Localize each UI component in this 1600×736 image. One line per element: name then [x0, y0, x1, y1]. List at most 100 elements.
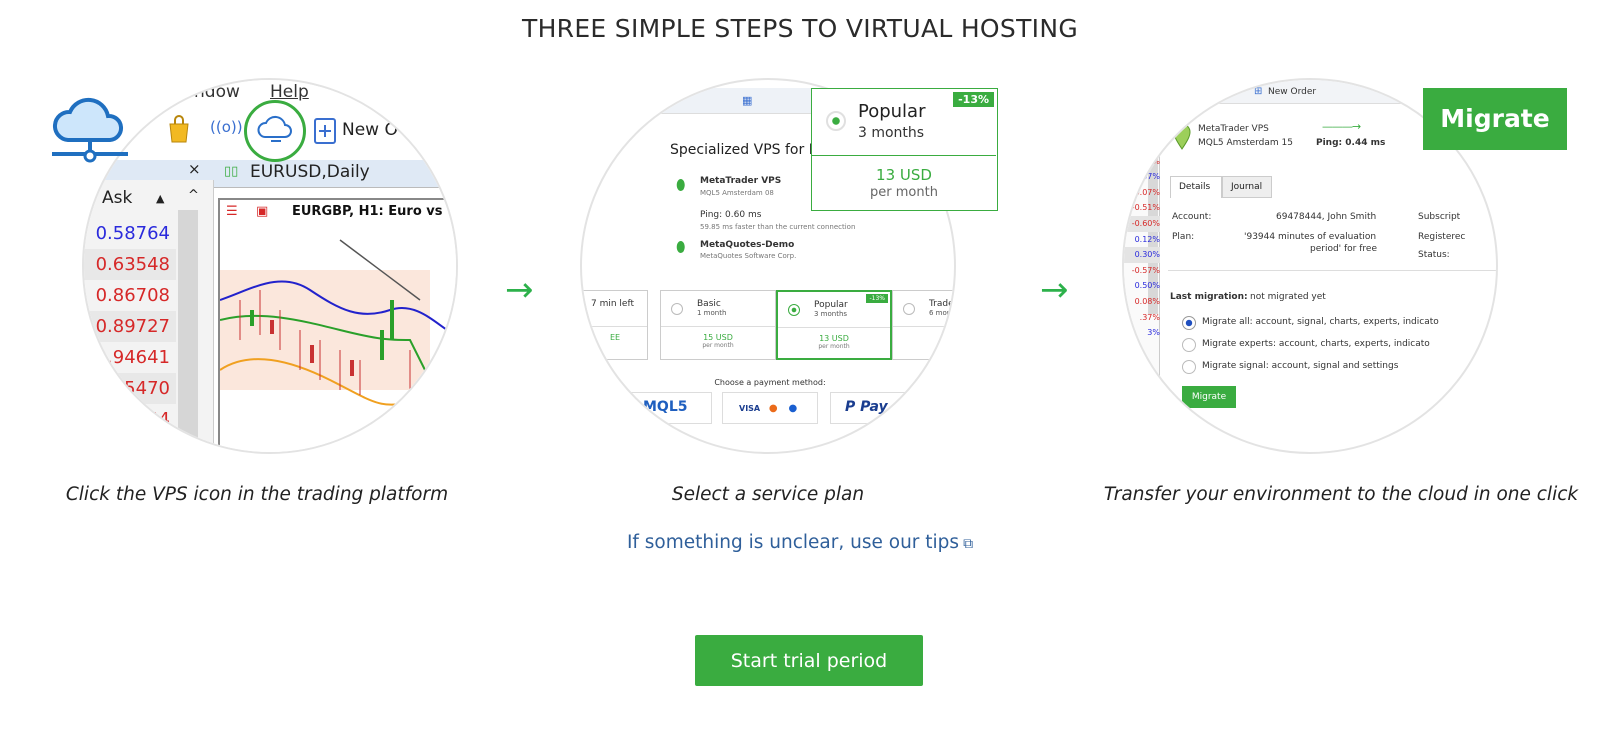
candles-icon: ▯▯ [224, 164, 239, 179]
vps-location: MQL5 Amsterdam 15 [1198, 138, 1293, 148]
popular-plan-popup[interactable]: -13% Popular 3 months 13 USD per month [811, 88, 998, 211]
status-label: Status: [1418, 250, 1450, 260]
percent-cell: -0.51% [1131, 203, 1160, 213]
plan-unit: per month [818, 343, 850, 350]
tab-journal[interactable]: Journal [1222, 176, 1272, 198]
page-title: THREE SIMPLE STEPS TO VIRTUAL HOSTING [522, 14, 1078, 43]
percent-cell: -0.57% [1131, 265, 1160, 275]
ask-column-header: Ask [102, 188, 133, 208]
tab-details[interactable]: Details [1170, 176, 1222, 198]
price-cell: 0.94641 [95, 347, 170, 368]
price-cell: 0.89727 [84, 311, 176, 342]
plan-radio[interactable] [788, 304, 800, 316]
signal-icon: ((o)) [210, 118, 243, 136]
vps-cloud-icon [257, 115, 292, 142]
arrow-right-icon: → [505, 270, 534, 310]
price-cell: 0.86708 [95, 285, 170, 306]
discount-badge: -13% [866, 294, 888, 303]
payment-cards[interactable]: VISA ● ● [722, 392, 818, 424]
migrate-badge: Migrate [1423, 88, 1567, 150]
server-name: MetaQuotes-Demo [700, 240, 795, 250]
new-order-icon [314, 118, 336, 144]
plan-unit: per [945, 342, 955, 349]
plan-unit: per month [702, 342, 734, 349]
discount-badge: -13% [953, 92, 994, 107]
arrow-right-icon: ———→ [1322, 120, 1361, 133]
tips-link-row[interactable]: If something is unclear, use our tips⧉ [0, 532, 1600, 553]
payment-paypal[interactable]: P Pay [830, 392, 930, 424]
percent-cell: -0.07% [1131, 187, 1160, 197]
tips-link[interactable]: If something is unclear, use our tips [626, 532, 960, 553]
menu-window: ndow [194, 82, 240, 102]
migrate-all-option[interactable]: Migrate all: account, signal, charts, ex… [1202, 317, 1439, 327]
maestro-icon: ● [788, 403, 798, 414]
vps-button[interactable] [244, 100, 306, 162]
migrate-signal-option[interactable]: Migrate signal: account, signal and sett… [1202, 361, 1399, 371]
external-link-icon: ⧉ [963, 536, 974, 552]
cloud-hosting-icon [52, 97, 128, 163]
plan-name: Basic [697, 299, 721, 309]
market-icon [169, 115, 189, 143]
percent-cell: 0.50% [1134, 281, 1160, 291]
vps-pin-icon [1173, 123, 1191, 150]
popup-plan-name: Popular [858, 101, 926, 122]
popup-plan-period: 3 months [858, 125, 925, 141]
price-cell: 44 [147, 409, 170, 430]
plan-label: Plan: [1172, 232, 1195, 242]
percent-cell: 0.30% [1124, 247, 1160, 263]
chart-window: ▯▯ EURUSD,Daily ☰ ▣ EURGBP, H1: Euro vs [214, 160, 456, 452]
step2-caption: Select a service plan [671, 484, 865, 505]
mastercard-icon: ● [768, 403, 778, 414]
step1-caption: Click the VPS icon in the trading platfo… [65, 484, 449, 505]
percent-cell: 0.08% [1134, 296, 1160, 306]
payment-mql5[interactable]: MQL5 [612, 392, 712, 424]
sort-up-icon: ▲ [156, 192, 165, 205]
grid-icon: ▦ [742, 94, 753, 107]
plan-value-line1: '93944 minutes of evaluation [1244, 232, 1377, 242]
price-cell: 0.58764 [95, 223, 170, 244]
percent-cell: % [1152, 141, 1160, 150]
price-cell: 0.63548 [84, 249, 176, 280]
plan-value-line2: period' for free [1310, 244, 1377, 254]
price-chart [220, 239, 456, 406]
popup-price: 13 USD [876, 166, 932, 184]
percent-cell: 0.07% [1134, 172, 1160, 182]
vps-location: MQL5 Amsterdam 08 [700, 189, 774, 197]
popup-unit: per month [870, 185, 938, 200]
server-corp: MetaQuotes Software Corp. [700, 252, 797, 260]
vps-name: MetaTrader VPS [1198, 124, 1269, 134]
migrate-signal-radio[interactable] [1182, 360, 1196, 374]
paypal-label: Pay [860, 399, 888, 415]
plan-period: 1 month [697, 309, 727, 317]
plan-radio[interactable] [671, 303, 683, 315]
percent-cell: 07% [1142, 156, 1160, 166]
step2-illustration: ▦ Specialized VPS for M ⬮ MetaTrader VPS… [580, 78, 956, 454]
last-migration-label: Last migration: [1170, 292, 1248, 302]
step1-illustration: ndow Help ((o)) New O × Ask ▲ ^ 0.58764 … [82, 78, 458, 454]
migrate-experts-radio[interactable] [1182, 338, 1196, 352]
start-trial-button[interactable]: Start trial period [695, 635, 923, 686]
toolbar: ▦ [642, 88, 842, 114]
ping-value: Ping: 0.44 ms [1316, 138, 1386, 148]
plan-name: Popular [814, 300, 848, 310]
toolbar-trading: ading [1210, 87, 1236, 97]
percent-cell: 0.12% [1134, 234, 1160, 244]
close-icon: × [188, 160, 201, 178]
menu-help: Help [270, 82, 309, 102]
migrate-button[interactable]: Migrate [1182, 386, 1236, 408]
percent-cell: -0.60% [1124, 215, 1160, 232]
migrate-all-radio[interactable] [1182, 316, 1196, 330]
toolbar-new-order: New Order [1268, 87, 1317, 97]
plan-card-trial[interactable]: 7 min left EE [582, 290, 648, 360]
plan-radio[interactable] [903, 303, 915, 315]
server-pin-icon: ⬮ [676, 238, 686, 256]
popular-radio[interactable] [826, 111, 846, 131]
percent-cell: .37% [1139, 312, 1160, 322]
registered-label: Registerec [1418, 232, 1466, 242]
market-watch-panel: × Ask ▲ ^ 0.58764 0.63548 0.86708 0.8972… [84, 160, 214, 452]
migrate-experts-option[interactable]: Migrate experts: account, charts, expert… [1202, 339, 1430, 349]
vps-heading: Specialized VPS for M [670, 142, 821, 158]
